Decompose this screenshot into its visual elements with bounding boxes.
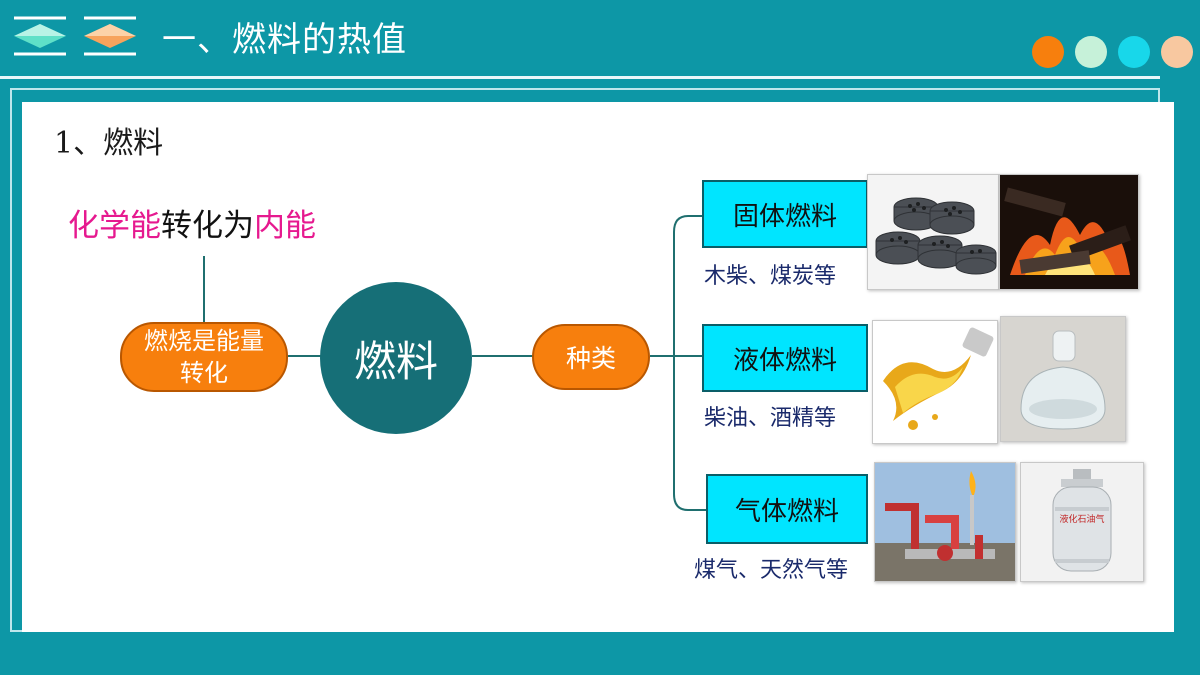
headline-chemical-energy: 化学能 xyxy=(68,208,161,244)
solid-fuel-box: 固体燃料 xyxy=(702,180,868,248)
alcohol-lamp-image xyxy=(1000,316,1126,442)
combustion-node: 燃烧是能量转化 xyxy=(120,322,288,392)
decor-dot-cyan xyxy=(1118,36,1150,68)
cylinder-label-text: 液化石油气 xyxy=(1059,515,1105,525)
page-title: 一、燃料的热值 xyxy=(162,20,407,60)
header-divider xyxy=(0,76,1160,79)
solid-fuel-examples: 木柴、煤炭等 xyxy=(704,264,837,289)
liquid-fuel-box: 液体燃料 xyxy=(702,324,868,392)
coal-briquettes-image xyxy=(867,174,999,290)
diamond-logo-icon xyxy=(14,16,66,56)
burning-wood-image xyxy=(999,174,1139,290)
fuel-center-node: 燃料 xyxy=(320,282,472,434)
diamond-logo-orange-icon xyxy=(84,16,136,56)
types-node: 种类 xyxy=(532,324,650,390)
decor-dot-peach xyxy=(1161,36,1193,68)
gas-fuel-box: 气体燃料 xyxy=(706,474,868,544)
headline-convert: 转化为 xyxy=(161,208,254,244)
decor-dot-orange xyxy=(1032,36,1064,68)
section-label: 1、燃料 xyxy=(54,126,164,161)
decor-dot-mint xyxy=(1075,36,1107,68)
gas-fuel-examples: 煤气、天然气等 xyxy=(694,558,849,583)
liquid-fuel-examples: 柴油、酒精等 xyxy=(704,406,837,431)
lpg-cylinder-image: 液化石油气 xyxy=(1020,462,1144,582)
gas-pipeline-image xyxy=(874,462,1016,582)
energy-headline: 化学能转化为内能 xyxy=(68,200,316,245)
headline-internal-energy: 内能 xyxy=(254,208,316,244)
oil-splash-image xyxy=(872,320,998,444)
